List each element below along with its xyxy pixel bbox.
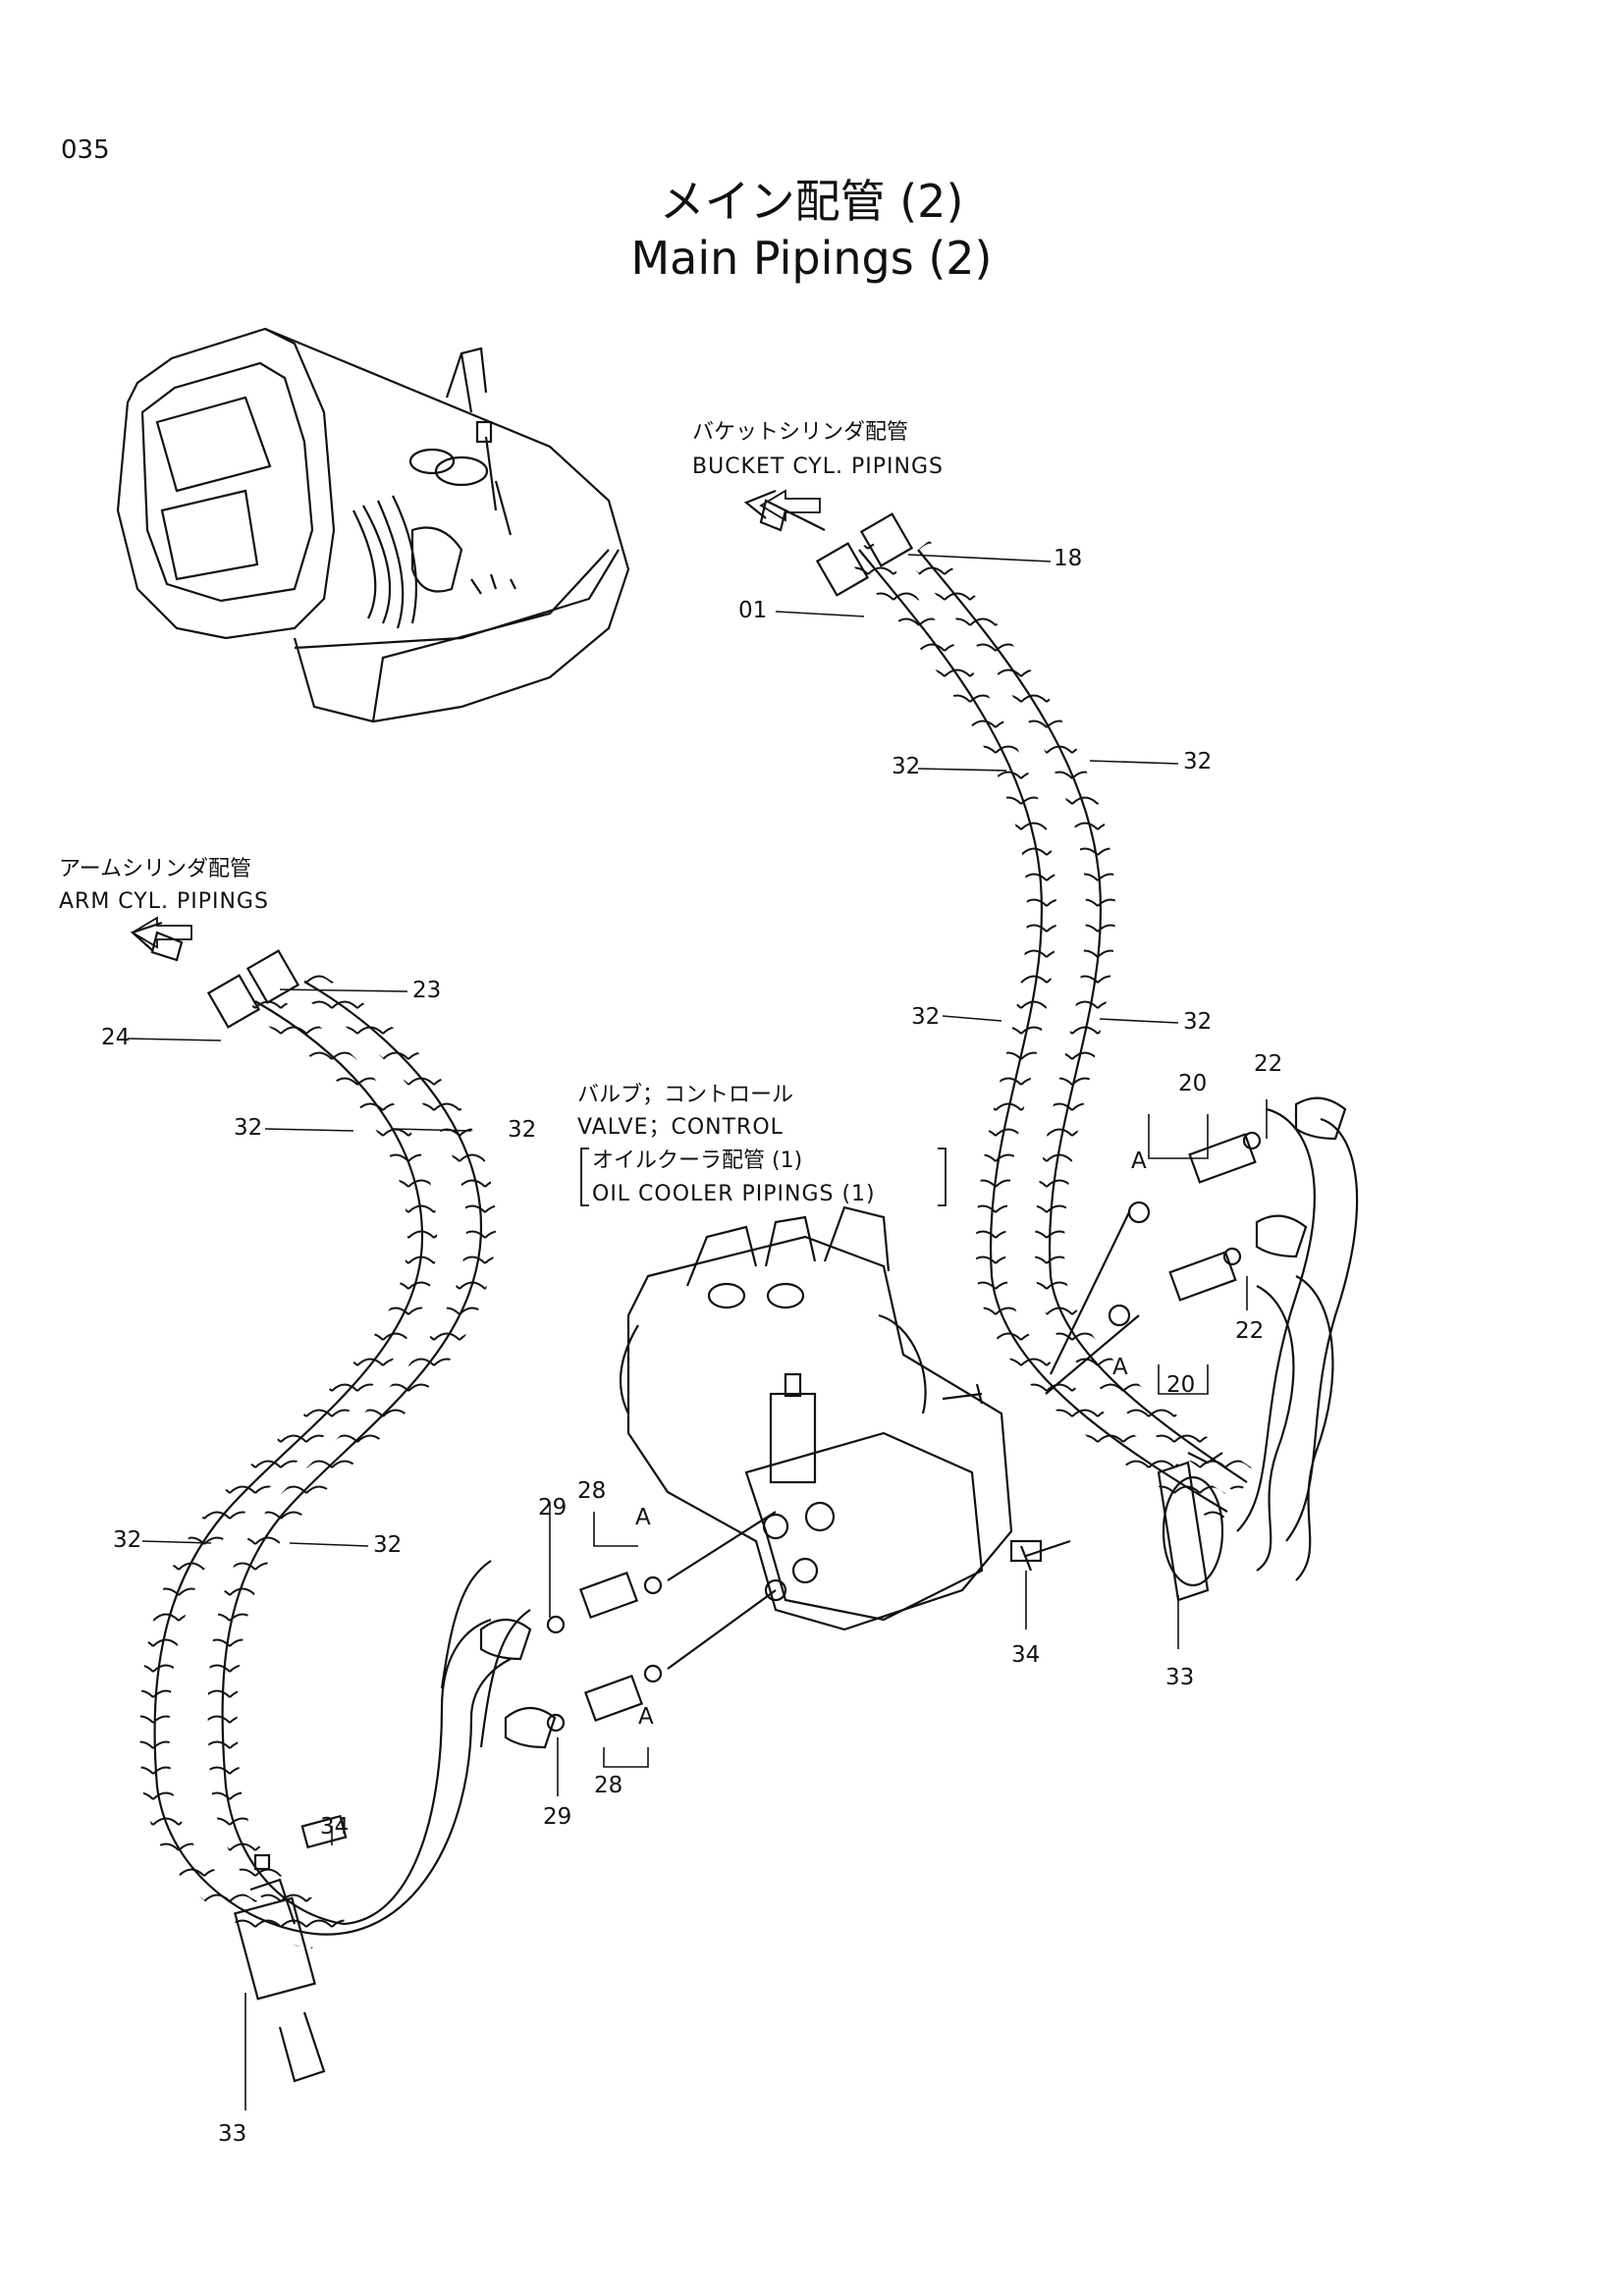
callout-A: A: [638, 1704, 654, 1730]
callout-32: 32: [911, 1004, 941, 1030]
oil-cooler-label-en: OIL COOLER PIPINGS (1): [592, 1182, 876, 1206]
callout-22: 22: [1254, 1051, 1283, 1077]
callout-33: 33: [218, 2121, 247, 2147]
leader-lines: [127, 554, 1268, 2110]
bucket-pipings-label-en: BUCKET CYL. PIPINGS: [692, 454, 944, 479]
page-title-english: Main Pipings (2): [630, 232, 993, 285]
callout-32: 32: [892, 754, 921, 779]
fittings-left: [253, 1511, 777, 1871]
callout-32: 32: [1183, 1009, 1213, 1035]
callout-32: 32: [113, 1527, 142, 1553]
callout-34: 34: [320, 1814, 350, 1840]
control-valve-label-en: VALVE；CONTROL: [577, 1115, 784, 1140]
callout-20: 20: [1178, 1071, 1208, 1096]
callout-01: 01: [738, 598, 768, 623]
oil-cooler-label-bracket: [580, 1148, 947, 1206]
control-valve-illustration: [619, 1205, 1013, 1631]
callout-28: 28: [577, 1478, 607, 1504]
bucket-pipings-label-ja: バケットシリンダ配管: [692, 420, 909, 445]
callout-A: A: [635, 1505, 651, 1530]
callout-24: 24: [101, 1025, 131, 1050]
arm-pipings-label-ja: アームシリンダ配管: [59, 857, 252, 881]
arm-hose-assembly: [130, 921, 531, 2083]
bucket-hose-assembly: [743, 489, 1359, 1602]
callout-22: 22: [1235, 1318, 1265, 1344]
callout-32: 32: [234, 1115, 263, 1141]
arm-pipings-label-en: ARM CYL. PIPINGS: [59, 889, 269, 914]
oil-cooler-label-ja: オイルクーラ配管 (1): [592, 1148, 803, 1173]
callout-20: 20: [1166, 1372, 1196, 1398]
callout-A: A: [1112, 1355, 1128, 1380]
callout-32: 32: [1183, 749, 1213, 774]
callout-33: 33: [1165, 1665, 1195, 1690]
callout-32: 32: [508, 1117, 537, 1143]
direction-arrows: [131, 489, 821, 949]
excavator-overview-illustration: [116, 327, 630, 723]
callout-18: 18: [1054, 546, 1083, 571]
fittings-right: [1009, 1096, 1347, 1572]
control-valve-label-ja: バルブ；コントロール: [577, 1083, 794, 1107]
page-title-japanese: メイン配管 (2): [659, 175, 964, 228]
callout-29: 29: [538, 1495, 568, 1521]
callout-32: 32: [373, 1532, 403, 1558]
page-number: 035: [61, 135, 110, 165]
callout-28: 28: [594, 1773, 623, 1798]
callout-34: 34: [1011, 1642, 1041, 1668]
callout-A: A: [1131, 1148, 1147, 1174]
callout-29: 29: [543, 1804, 572, 1830]
callout-23: 23: [412, 978, 442, 1003]
